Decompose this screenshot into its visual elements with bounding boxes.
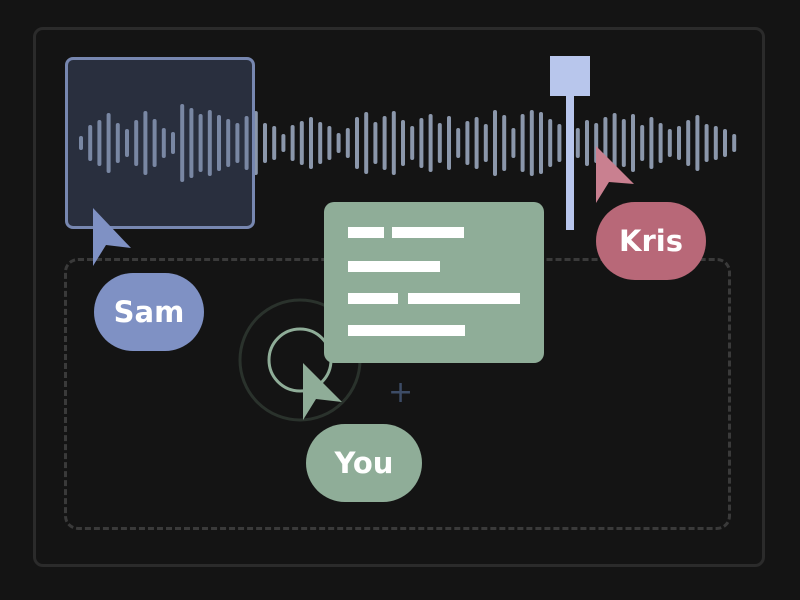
waveform-bar: [474, 117, 479, 169]
text-line: [408, 293, 520, 304]
waveform-bar: [667, 129, 672, 157]
waveform-bar: [106, 113, 111, 173]
waveform-bar: [437, 123, 442, 163]
plus-icon: +: [388, 375, 414, 410]
waveform-bar: [79, 136, 83, 150]
waveform-selection-region[interactable]: [65, 57, 255, 229]
waveform-bar: [539, 112, 543, 174]
waveform-bar: [428, 114, 433, 172]
text-line: [348, 227, 384, 238]
text-line: [348, 261, 440, 272]
waveform-bar: [125, 129, 129, 157]
text-clip-card[interactable]: [324, 202, 544, 363]
waveform-bar: [88, 125, 93, 161]
waveform-bar: [309, 117, 313, 169]
waveform-bar: [345, 128, 350, 158]
waveform-bar: [603, 117, 608, 169]
waveform-bar: [318, 122, 323, 164]
waveform-bar: [336, 133, 341, 153]
waveform-bar: [483, 124, 488, 162]
waveform-bar: [465, 121, 470, 165]
waveform-bar: [686, 120, 691, 166]
waveform-bar: [410, 126, 415, 160]
waveform-bar: [502, 115, 507, 171]
waveform-bar: [548, 119, 553, 167]
waveform-bar: [621, 119, 626, 167]
waveform-bar: [281, 134, 286, 152]
waveform-bar: [391, 111, 396, 175]
waveform-bar: [152, 119, 157, 167]
waveform-bar: [217, 115, 221, 171]
collaborator-badge-sam: Sam: [94, 273, 204, 351]
waveform-bar: [198, 114, 203, 172]
waveform-bar: [171, 132, 175, 154]
waveform-bar: [180, 104, 185, 182]
waveform-bar: [447, 116, 451, 170]
waveform-bar: [290, 125, 295, 161]
collaborator-badge-you: You: [306, 424, 422, 502]
waveform-bar: [511, 128, 516, 158]
waveform-bar: [161, 128, 166, 158]
waveform-bar: [594, 123, 599, 163]
waveform-bar: [732, 134, 737, 152]
waveform-bar: [382, 116, 387, 170]
waveform-bar: [355, 117, 359, 169]
waveform-bar: [456, 128, 461, 158]
waveform-bar: [299, 121, 304, 165]
waveform-bar: [263, 123, 267, 163]
waveform-bar: [704, 124, 709, 162]
waveform-bar: [529, 110, 534, 176]
waveform-bar: [723, 129, 727, 157]
text-line: [392, 227, 464, 238]
text-line: [348, 293, 398, 304]
waveform-bar: [235, 123, 240, 163]
waveform-bar: [585, 120, 589, 166]
waveform-bar: [327, 126, 332, 160]
waveform-bar: [575, 128, 580, 158]
waveform-bar: [115, 123, 120, 163]
waveform-bar: [649, 117, 654, 169]
waveform-bar: [419, 118, 424, 168]
waveform-bar: [695, 115, 700, 171]
waveform-bar: [401, 120, 405, 166]
playhead-line[interactable]: [566, 90, 574, 230]
collaborator-badge-kris: Kris: [596, 202, 706, 280]
waveform-bar: [658, 123, 663, 163]
waveform-bar: [134, 120, 139, 166]
waveform-bar: [557, 124, 562, 162]
waveform-bar: [226, 119, 231, 167]
waveform-bar: [493, 110, 497, 176]
waveform-bar: [244, 116, 249, 170]
waveform-bar: [640, 125, 645, 161]
waveform-bar: [677, 126, 681, 160]
waveform-bar: [143, 111, 148, 175]
playhead-handle[interactable]: [550, 56, 590, 96]
waveform-bar: [612, 113, 617, 173]
waveform-bar: [272, 126, 277, 160]
waveform-bar: [97, 120, 102, 166]
waveform-bar: [520, 114, 525, 172]
waveform-bar: [189, 108, 194, 178]
waveform-bar: [373, 122, 378, 164]
waveform-bar: [631, 114, 635, 172]
text-line: [348, 325, 465, 336]
waveform-bar: [713, 126, 718, 160]
waveform-bar: [207, 110, 212, 176]
waveform-bar: [364, 112, 369, 174]
